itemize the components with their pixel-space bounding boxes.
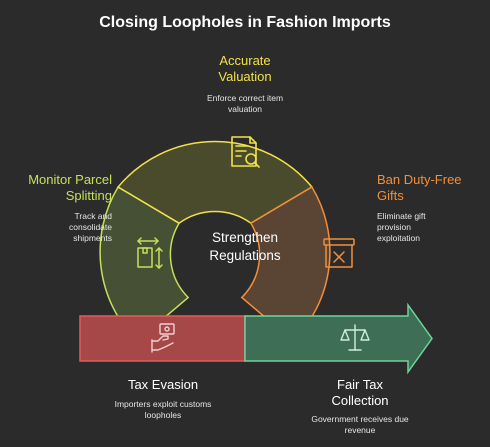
document-search-icon: [231, 136, 260, 168]
center-label: Strengthen Regulations: [209, 230, 281, 263]
ban-duty-free-gifts-heading: Ban Duty-Free Gifts: [377, 172, 462, 203]
fair-tax-collection-arrow: [244, 302, 433, 375]
tax-evasion-band: [79, 315, 246, 362]
tax-evasion-description: Importers exploit customs loopholes: [114, 399, 212, 420]
package-resize-icon: [137, 237, 163, 269]
cancelled-box-icon: [323, 238, 355, 268]
tax-evasion-heading: Tax Evasion: [127, 377, 199, 392]
fair-tax-collection-description: Government receives due revenue: [311, 414, 409, 435]
fair-tax-collection-heading: Fair Tax Collection: [331, 377, 389, 408]
scales-icon: [340, 324, 370, 351]
segment-accurate-valuation: [116, 140, 314, 225]
monitor-parcel-splitting-description: Track and consolidate shipments: [68, 211, 112, 243]
money-hand-icon: [151, 323, 175, 353]
monitor-parcel-splitting-heading: Monitor Parcel Splitting: [28, 172, 112, 203]
accurate-valuation-description: Enforce correct item valuation: [206, 93, 284, 114]
accurate-valuation-heading: Accurate Valuation: [218, 53, 272, 84]
page-title: Closing Loopholes in Fashion Imports: [99, 14, 391, 31]
ban-duty-free-gifts-description: Eliminate gift provision exploitation: [377, 211, 426, 243]
